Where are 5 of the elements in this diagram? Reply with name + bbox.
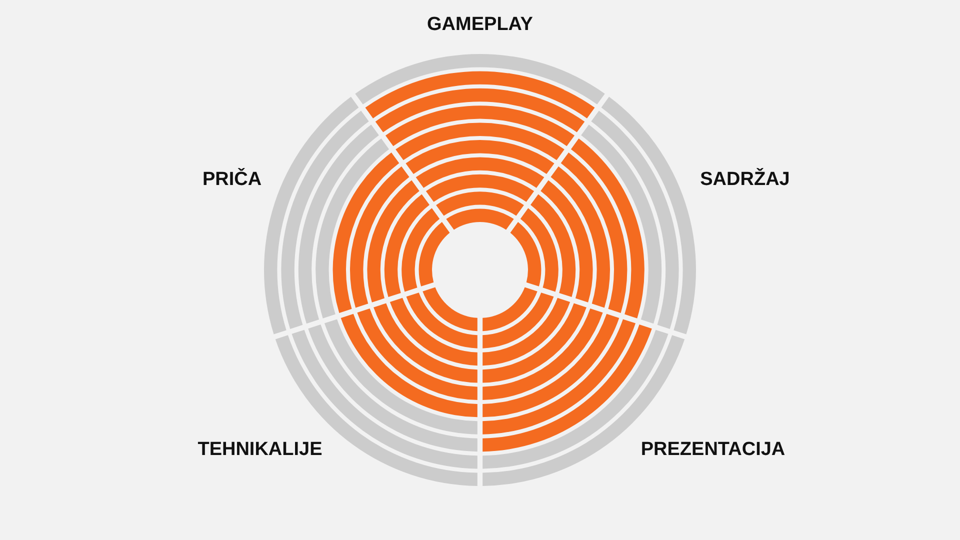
category-label: SADRŽAJ [700,169,790,191]
category-label: GAMEPLAY [427,14,533,36]
category-label: TEHNIKALIJE [198,439,322,461]
category-label: PREZENTACIJA [640,439,786,461]
category-label: PRIČA [202,169,262,191]
